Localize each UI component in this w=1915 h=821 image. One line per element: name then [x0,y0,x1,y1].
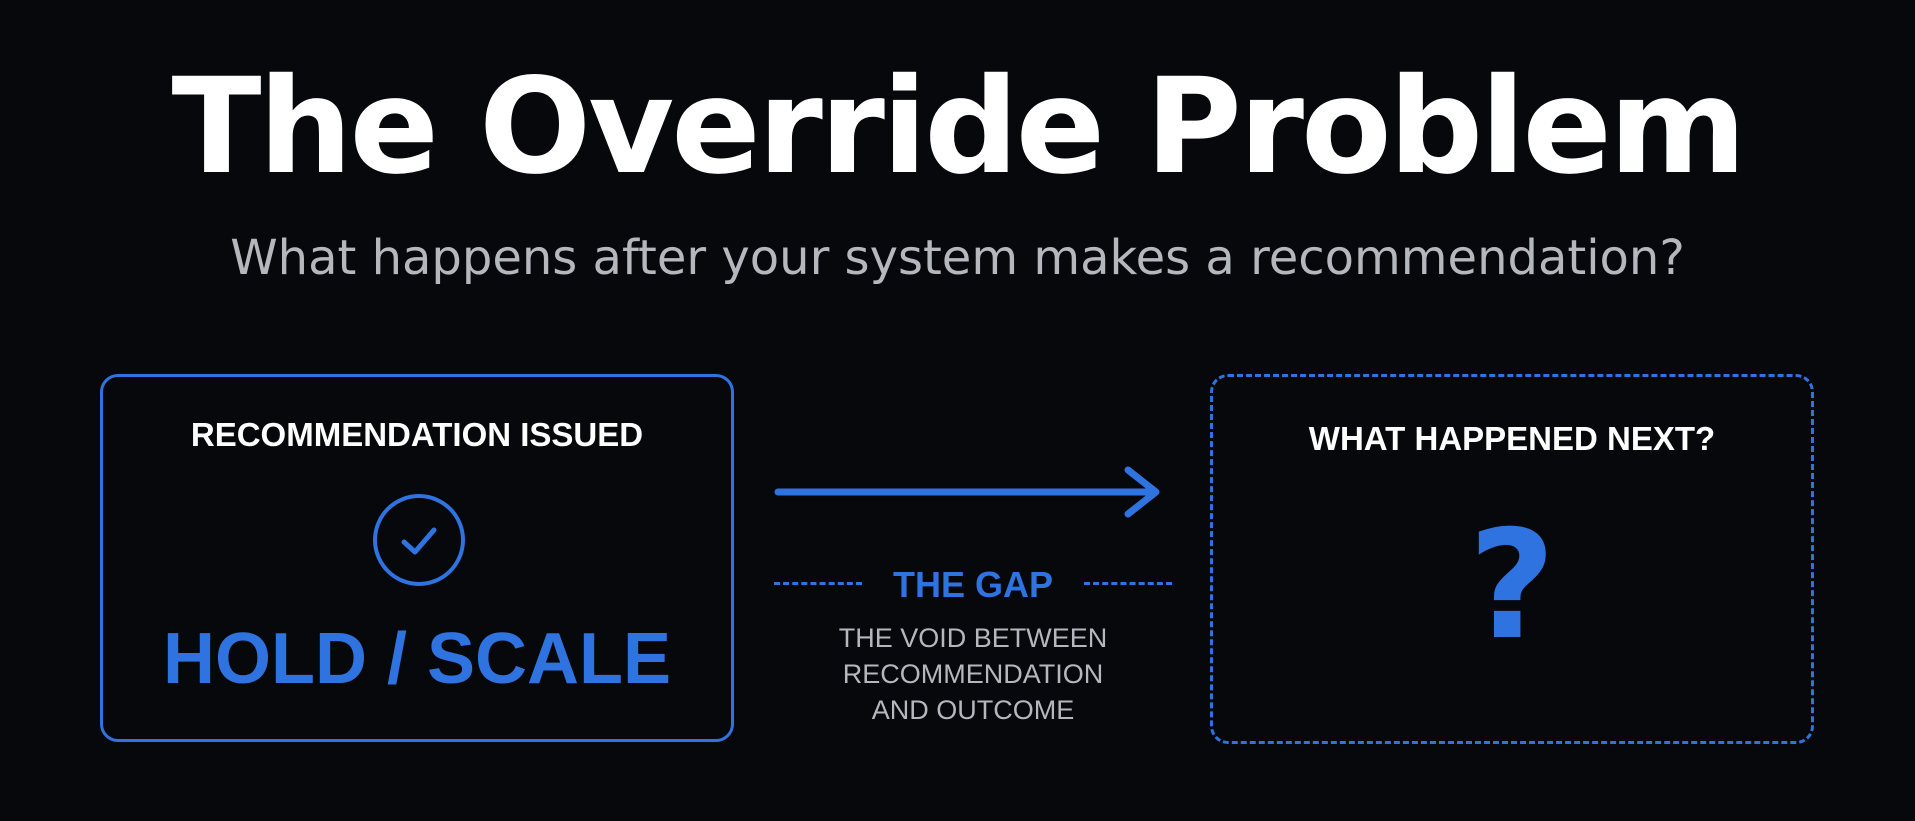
question-mark-icon: ? [1468,499,1556,673]
recommendation-value: HOLD / SCALE [162,619,671,699]
gap-title: THE GAP [892,564,1053,605]
page-title: The Override Problem [171,50,1746,204]
arrow-right-icon [774,466,1160,518]
gap-dash-left [774,582,862,585]
outcome-box: WHAT HAPPENED NEXT? ? [1210,374,1814,744]
recommendation-box: RECOMMENDATION ISSUED HOLD / SCALE [100,374,734,742]
gap-label-row: THE GAP [774,562,1172,606]
gap-description-line: AND OUTCOME [871,695,1075,725]
gap-description-line: RECOMMENDATION [842,659,1104,689]
gap-dash-right [1084,582,1172,585]
page-subtitle: What happens after your system makes a r… [230,230,1685,286]
gap-description: THE VOID BETWEEN RECOMMENDATION AND OUTC… [774,620,1172,728]
outcome-label: WHAT HAPPENED NEXT? [1308,420,1716,457]
check-circle-icon [373,494,465,586]
recommendation-label: RECOMMENDATION ISSUED [190,416,644,453]
gap-description-line: THE VOID BETWEEN [838,623,1108,653]
